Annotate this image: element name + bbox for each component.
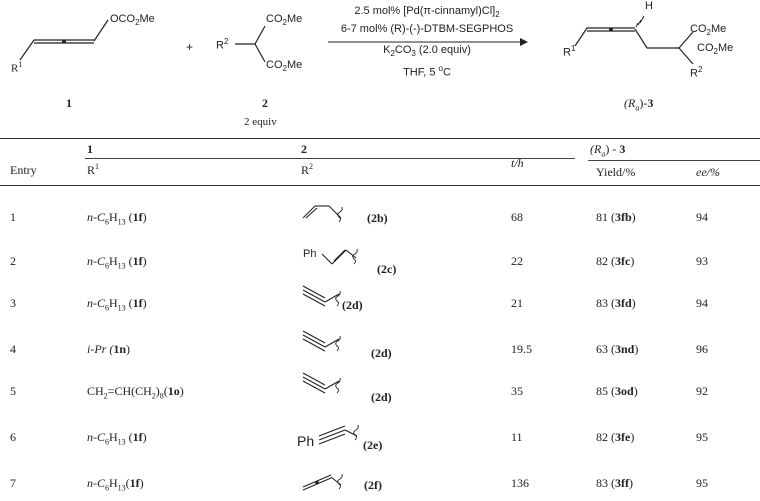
row-r2-ph: Ph: [297, 433, 315, 449]
header-product: (Ra) - 3: [590, 142, 626, 159]
condition-solvent: THF, 5 oC: [403, 64, 451, 80]
compound-1-ester: OCO2Me: [110, 13, 155, 28]
row-r1: n-C6H13 (1f): [87, 430, 147, 447]
row-r1: n-C6H13 (1f): [87, 296, 147, 313]
compound-2-label: 2: [262, 96, 268, 110]
row-r1: n-C6H13 (1f): [87, 210, 147, 227]
row-r1: i-Pr (1n): [87, 342, 131, 356]
row-time: 21: [511, 296, 523, 310]
row-r2-label: (2d): [371, 346, 392, 360]
header-r2: R2: [301, 162, 314, 177]
table-top-rule: [0, 138, 760, 139]
compound-2-structure: [235, 25, 266, 63]
header-yield: Yield/%: [596, 165, 636, 179]
compound-2-r2: R2: [216, 37, 229, 52]
plus-sign: +: [186, 40, 194, 54]
product-label: (Ra)-3: [624, 96, 654, 113]
compound-1-label: 1: [66, 96, 72, 110]
product-h: H: [645, 0, 653, 12]
row-yield: 81 (3fb): [596, 210, 636, 224]
row-yield: 82 (3fc): [596, 254, 635, 268]
compound-2-co2me-top: CO2Me: [266, 13, 303, 28]
product-3-structure: [574, 15, 694, 65]
row-entry: 5: [10, 384, 16, 398]
row-entry: 4: [10, 342, 16, 356]
header-bottom-rule: [0, 185, 760, 186]
header-sub-rule-right: [588, 160, 760, 161]
product-r1: R1: [563, 44, 576, 59]
row-ee: 93: [696, 254, 708, 268]
condition-catalyst: 2.5 mol% [Pd(π-cinnamyl)Cl]2: [354, 5, 500, 20]
row-ee: 92: [696, 384, 708, 398]
row-r2-label: (2d): [342, 298, 363, 312]
header-col2: 2: [301, 142, 307, 156]
row-ee: 95: [696, 476, 708, 490]
header-sub-rule-left: [85, 158, 575, 159]
row-yield: 85 (3od): [596, 384, 638, 398]
product-r2: R2: [690, 65, 703, 80]
row-entry: 7: [10, 476, 16, 490]
row-r2-label: (2d): [371, 390, 392, 404]
reaction-arrow: [328, 38, 528, 46]
row-entry: 6: [10, 430, 16, 444]
row-r2-ph: Ph: [303, 248, 317, 260]
r2-cinnamyl-structure: [321, 248, 358, 265]
row-r2-label: (2f): [364, 478, 382, 492]
product-co2me-1: CO2Me: [690, 23, 727, 38]
row-ee: 94: [696, 210, 708, 224]
r2-allyl-structure: [302, 205, 343, 223]
row-ee: 96: [696, 342, 708, 356]
r2-propargyl-structure: [302, 285, 341, 307]
condition-ligand: 6-7 mol% (R)-(-)-DTBM-SEGPHOS: [340, 23, 514, 36]
row-time: 68: [511, 210, 523, 224]
row-entry: 2: [10, 254, 16, 268]
r2-propargyl-structure: [302, 330, 341, 352]
row-yield: 83 (3fd): [596, 296, 636, 310]
compound-2-co2me-bottom: CO2Me: [266, 59, 303, 74]
row-yield: 82 (3fe): [596, 430, 635, 444]
compound-1-structure: [19, 19, 109, 61]
product-co2me-2: CO2Me: [697, 42, 734, 57]
row-r2-label: (2c): [377, 262, 397, 276]
header-time: t/h: [511, 156, 524, 170]
r2-allenyl-structure: [302, 473, 343, 491]
r2-propargyl-structure: [302, 372, 341, 394]
row-r2-label: (2e): [363, 438, 383, 452]
compound-2-equiv: 2 equiv: [244, 116, 277, 128]
row-r2-label: (2b): [367, 211, 388, 225]
row-time: 11: [511, 430, 523, 444]
row-entry: 1: [10, 210, 16, 224]
row-r1: n-C6H13 (1f): [87, 254, 147, 271]
reaction-conditions: 2.5 mol% [Pd(π-cinnamyl)Cl]2 6-7 mol% (R…: [327, 4, 527, 81]
row-r1: n-C6H13(1f): [87, 476, 144, 493]
header-ee: ee/%: [696, 165, 720, 179]
row-time: 19.5: [511, 342, 532, 356]
row-entry: 3: [10, 296, 16, 310]
row-r1: CH2=CH(CH2)8(1o): [87, 384, 184, 401]
row-yield: 63 (3nd): [596, 342, 639, 356]
header-col1: 1: [87, 142, 93, 156]
r2-phenylpropargyl-structure: [318, 424, 359, 445]
condition-base: K2CO3 (2.0 equiv): [383, 44, 471, 59]
row-ee: 95: [696, 430, 708, 444]
compound-1-r1: R1: [11, 60, 23, 75]
row-time: 35: [511, 384, 523, 398]
row-ee: 94: [696, 296, 708, 310]
row-time: 136: [511, 476, 529, 490]
header-entry: Entry: [10, 163, 37, 177]
row-yield: 83 (3ff): [596, 476, 633, 490]
row-time: 22: [511, 254, 523, 268]
header-r1: R1: [87, 162, 100, 177]
